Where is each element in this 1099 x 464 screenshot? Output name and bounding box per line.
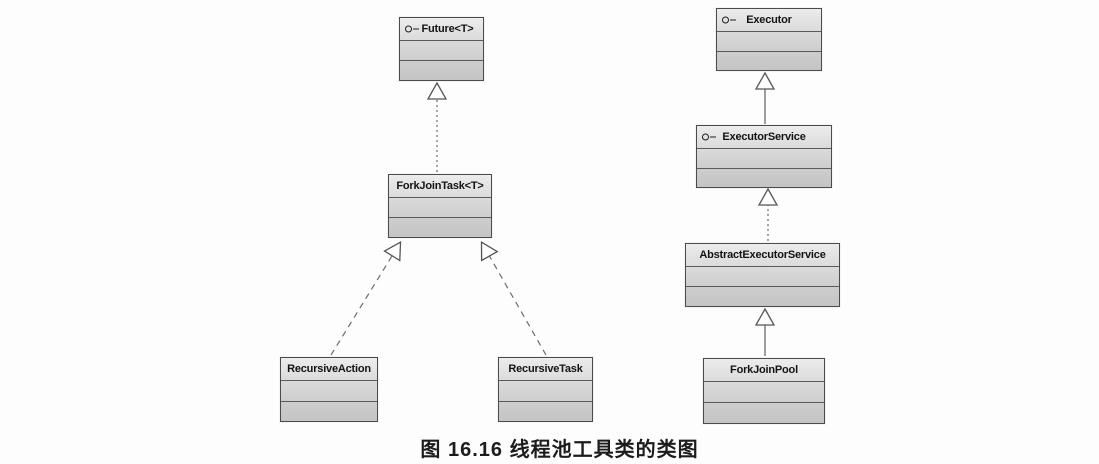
class-name: AbstractExecutorService <box>699 249 826 261</box>
class-title-bar: AbstractExecutorService <box>686 244 839 266</box>
methods-compartment <box>717 50 821 71</box>
interface-lollipop-icon <box>702 133 716 141</box>
class-box-abstractexecutorservice: AbstractExecutorService <box>685 243 840 307</box>
class-name: ForkJoinTask<T> <box>396 180 484 192</box>
methods-compartment <box>697 167 831 188</box>
attributes-compartment <box>686 266 839 286</box>
class-name: ForkJoinPool <box>730 364 798 376</box>
class-title-bar: ExecutorService <box>697 126 831 148</box>
attributes-compartment <box>499 380 592 401</box>
attributes-compartment <box>281 380 377 401</box>
class-name: RecursiveAction <box>287 363 371 375</box>
class-name: ExecutorService <box>722 131 806 143</box>
class-title-bar: ForkJoinPool <box>704 359 824 381</box>
attributes-compartment <box>389 197 491 217</box>
class-title-bar: Executor <box>717 9 821 31</box>
figure-caption: 图 16.16 线程池工具类的类图 <box>420 439 699 461</box>
class-title-bar: ForkJoinTask<T> <box>389 175 491 197</box>
generalization-recursiveaction-to-forkjointask <box>330 243 400 356</box>
methods-compartment <box>389 217 491 237</box>
methods-compartment <box>499 400 592 422</box>
class-title-bar: RecursiveTask <box>499 358 592 380</box>
class-box-recursiveaction: RecursiveAction <box>280 357 378 422</box>
class-name: Future<T> <box>421 23 474 35</box>
methods-compartment <box>281 400 377 422</box>
methods-compartment <box>704 402 824 423</box>
interface-lollipop-icon <box>405 25 419 33</box>
class-box-recursivetask: RecursiveTask <box>498 357 593 422</box>
generalization-recursivetask-to-forkjointask <box>482 243 547 356</box>
methods-compartment <box>400 60 483 80</box>
class-title-bar: RecursiveAction <box>281 358 377 380</box>
class-title-bar: Future<T> <box>400 18 483 40</box>
interface-lollipop-icon <box>722 16 736 24</box>
class-box-executorservice: ExecutorService <box>696 125 832 188</box>
class-box-future: Future<T> <box>399 17 484 81</box>
class-box-forkjointask: ForkJoinTask<T> <box>388 174 492 238</box>
class-name: Executor <box>746 14 792 26</box>
attributes-compartment <box>717 31 821 51</box>
attributes-compartment <box>400 40 483 60</box>
attributes-compartment <box>704 381 824 402</box>
methods-compartment <box>686 286 839 306</box>
class-box-executor: Executor <box>716 8 822 71</box>
attributes-compartment <box>697 148 831 168</box>
class-name: RecursiveTask <box>508 363 583 375</box>
class-box-forkjoinpool: ForkJoinPool <box>703 358 825 424</box>
